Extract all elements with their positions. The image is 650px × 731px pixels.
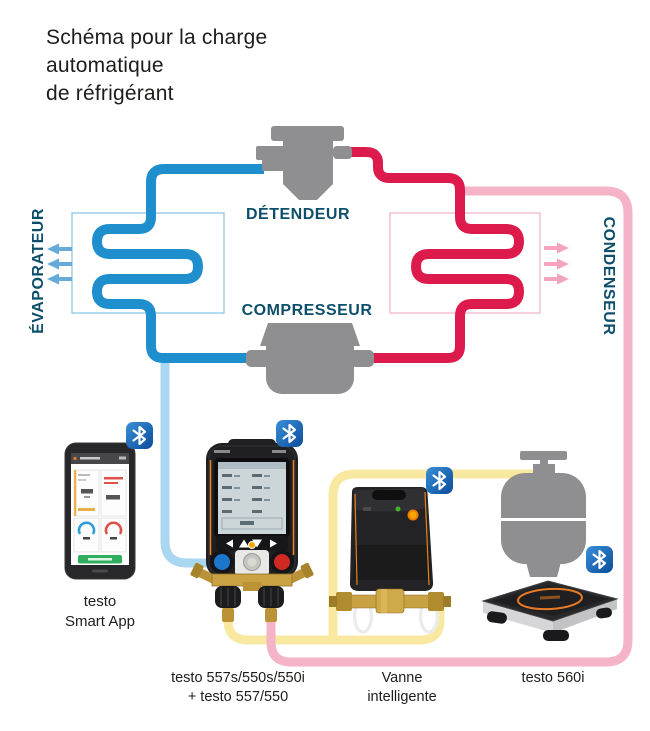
manifold-label: testo 557s/550s/550i + testo 557/550 [171, 670, 305, 705]
condenser-label: CONDENSEUR [600, 216, 617, 336]
low-pressure-knob [214, 554, 230, 570]
compressor-icon [246, 323, 374, 394]
scale-label: testo 560i [521, 670, 585, 686]
bluetooth-icon [584, 544, 615, 575]
evaporator-arrows [47, 243, 72, 285]
title-line: Schéma pour la charge [46, 26, 268, 49]
app-link-hose [160, 356, 212, 568]
expansion-valve-label: DÉTENDEUR [245, 206, 351, 223]
refrigerant-cylinder-icon [501, 451, 586, 577]
valve-to-cylinder-hose [328, 469, 536, 642]
bluetooth-icon [424, 465, 455, 496]
page-title: Schéma pour la charge automatique de réf… [46, 24, 267, 108]
condenser-arrows [544, 242, 569, 285]
evaporator-label: ÉVAPORATEUR [30, 208, 47, 334]
hot-line-condenser-coil [350, 147, 525, 363]
cold-line-evaporator-coil [91, 164, 264, 363]
smart-valve-label: Vanne intelligente [367, 670, 437, 705]
title-line: automatique [46, 54, 164, 77]
smartphone [64, 442, 136, 580]
expansion-valve-icon [256, 126, 352, 200]
valve-status-led [395, 506, 401, 512]
bluetooth-icon [274, 418, 305, 449]
bluetooth-icon [124, 420, 155, 451]
scale-logo [517, 587, 583, 611]
high-pressure-knob [274, 554, 290, 570]
compressor-label: COMPRESSEUR [241, 302, 373, 319]
smart-valve-device [329, 487, 451, 634]
manifold-device [190, 439, 314, 622]
title-line: de réfrigérant [46, 82, 174, 105]
liquid-charge-hose [266, 186, 633, 667]
scale-device [481, 580, 619, 641]
smart-app-label: testo Smart App [64, 593, 136, 630]
